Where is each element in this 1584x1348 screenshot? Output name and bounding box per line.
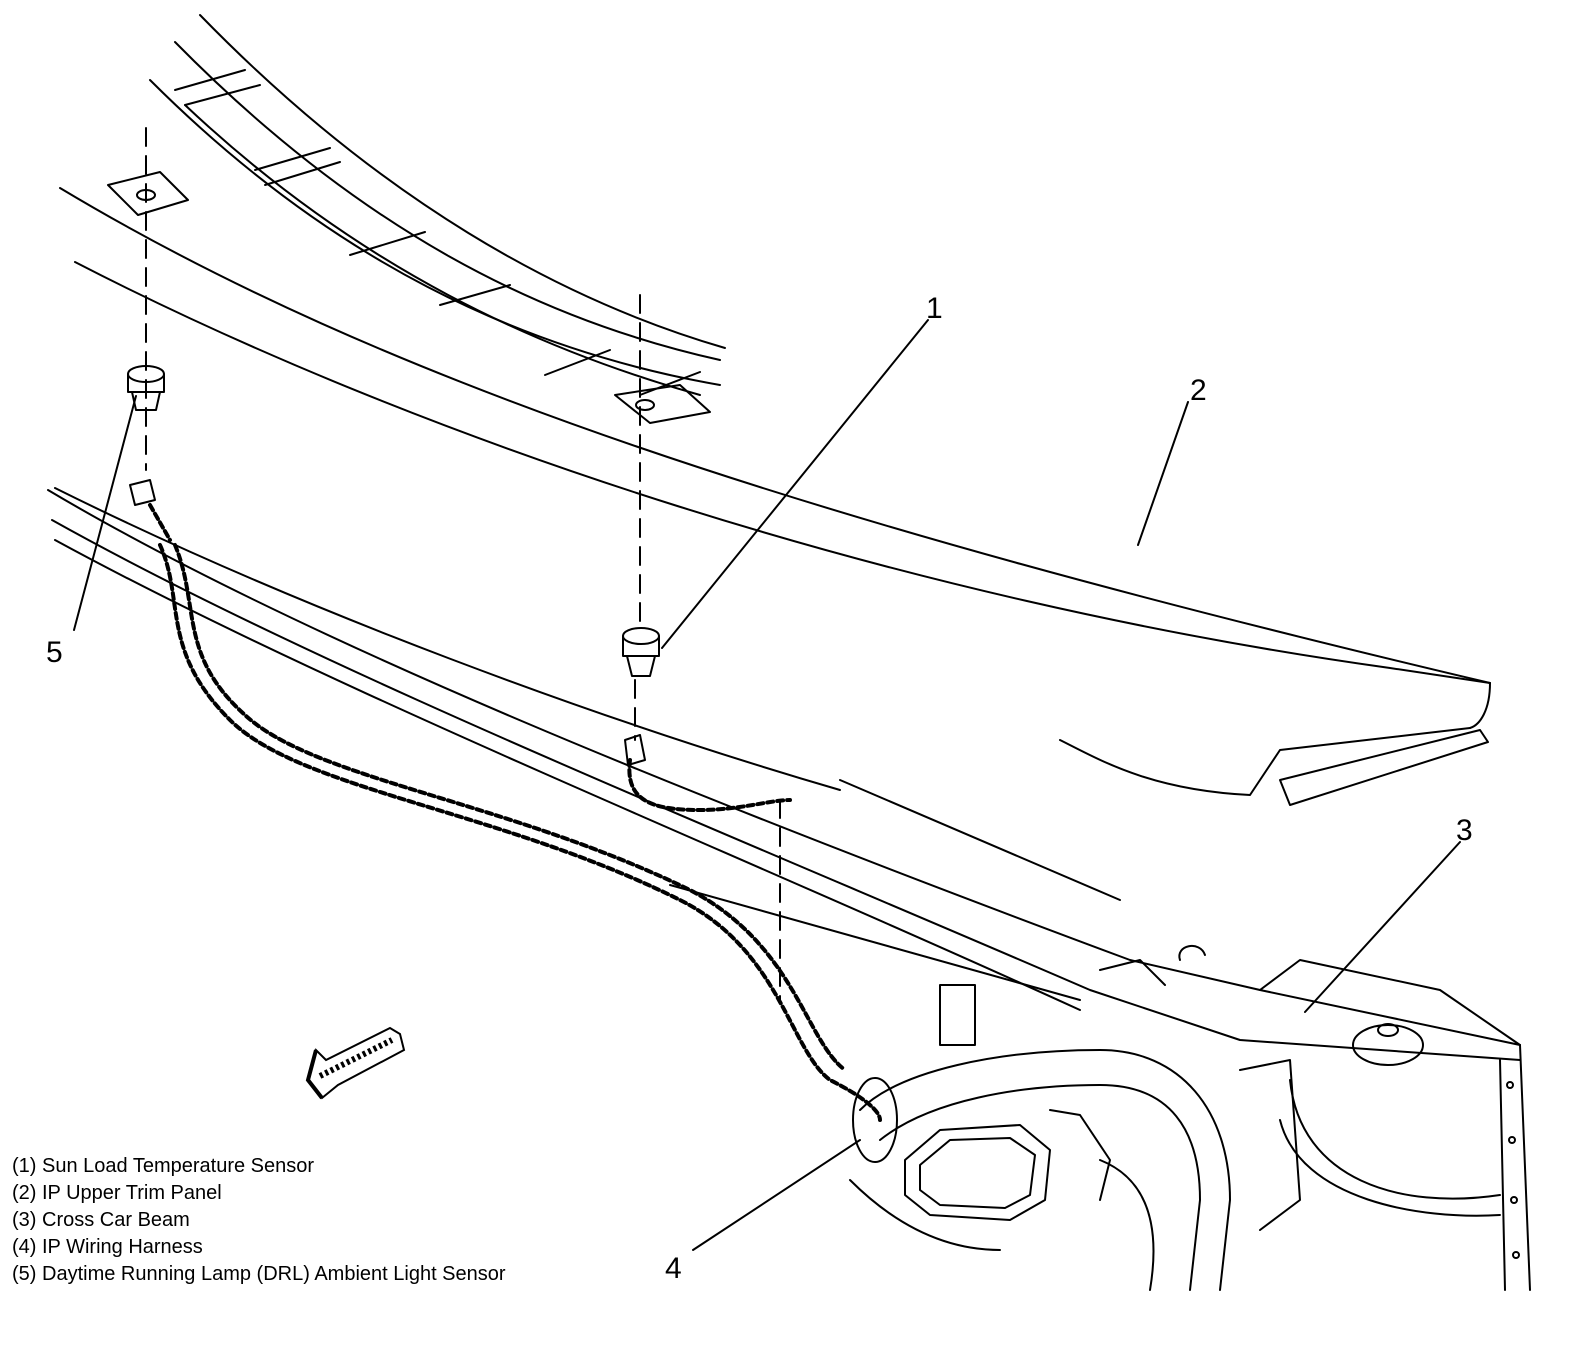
legend-item-2: (2) IP Upper Trim Panel <box>12 1182 222 1204</box>
callout-number-4: 4 <box>665 1252 682 1285</box>
sun-load-temperature-sensor <box>622 627 660 766</box>
callout-number-2: 2 <box>1190 374 1207 407</box>
sensor-5-opening <box>107 171 189 216</box>
legend: (1) Sun Load Temperature Sensor (2) IP U… <box>12 1155 506 1285</box>
callout-number-5: 5 <box>46 636 63 669</box>
hvac-duct <box>849 1049 1301 1291</box>
ip-wiring-harness <box>148 503 882 1122</box>
callout-leaders <box>73 319 1461 1251</box>
legend-item-1: (1) Sun Load Temperature Sensor <box>12 1155 314 1177</box>
callout-number-1: 1 <box>926 292 943 325</box>
cross-car-beam <box>47 489 1531 1291</box>
ip-upper-trim-panel <box>54 187 1491 806</box>
callout-number-3: 3 <box>1456 814 1473 847</box>
sensor-1-opening <box>614 384 711 424</box>
legend-item-5: (5) Daytime Running Lamp (DRL) Ambient L… <box>12 1263 506 1285</box>
front-direction-arrow-icon <box>305 1026 406 1100</box>
assembly-centerlines <box>145 127 781 1001</box>
legend-item-4: (4) IP Wiring Harness <box>12 1236 203 1258</box>
legend-item-3: (3) Cross Car Beam <box>12 1209 190 1231</box>
defroster-grille <box>149 14 726 396</box>
